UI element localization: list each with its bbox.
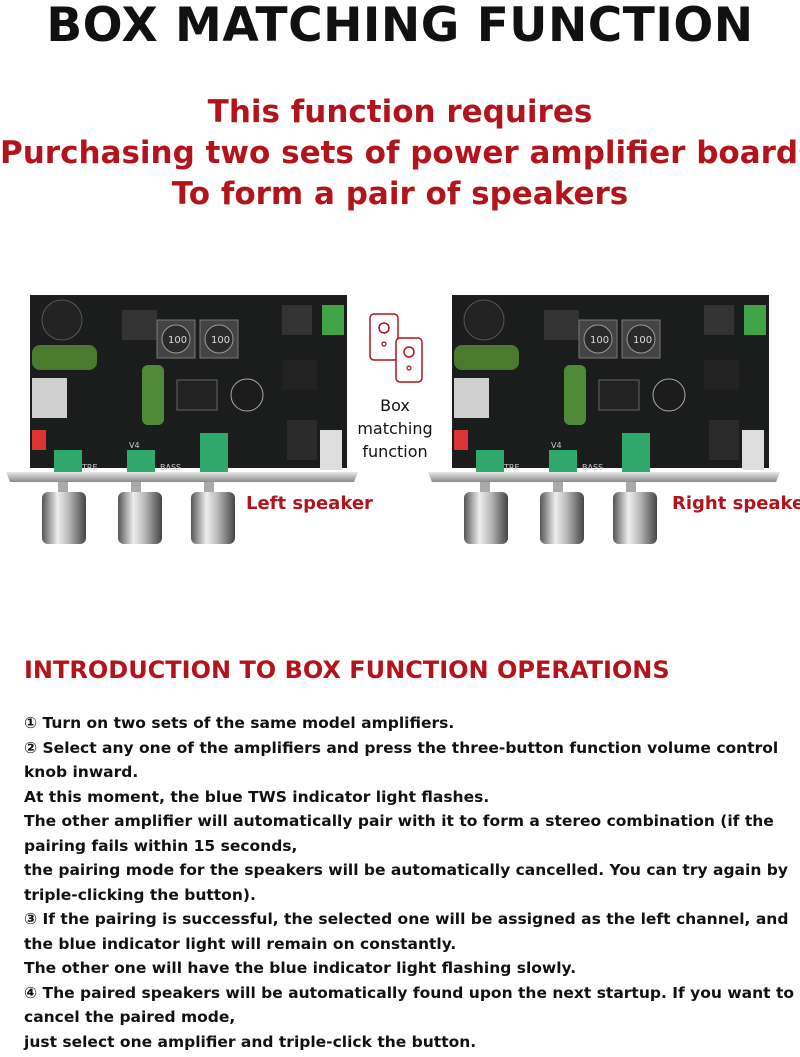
requirement-line: This function requires bbox=[207, 94, 593, 130]
right-amplifier-board: 100 100 TRE V4 BASS bbox=[424, 290, 784, 555]
left-amplifier-image: 100 100 TRE V4 BASS bbox=[6, 295, 358, 544]
svg-text:V4: V4 bbox=[129, 441, 140, 450]
knob-icon bbox=[42, 482, 86, 544]
knob-icon bbox=[118, 482, 162, 544]
requirement-note: This function requires Purchasing two se… bbox=[0, 92, 800, 215]
intro-heading: INTRODUCTION TO BOX FUNCTION OPERATIONS bbox=[24, 656, 670, 684]
svg-text:100: 100 bbox=[168, 335, 187, 346]
step-line: the blue indicator light will remain on … bbox=[24, 934, 457, 953]
left-amplifier-board: 100 100 TRE V4 BASS bbox=[2, 290, 362, 555]
svg-text:100: 100 bbox=[590, 335, 609, 346]
svg-text:100: 100 bbox=[211, 335, 230, 346]
knob-icon bbox=[613, 482, 657, 544]
svg-text:V4: V4 bbox=[551, 441, 562, 450]
step-line: just select one amplifier and triple-cli… bbox=[24, 1032, 477, 1051]
pairing-remote-icon bbox=[369, 313, 423, 383]
step-line: The other one will have the blue indicat… bbox=[24, 959, 577, 977]
step-line: ① Turn on two sets of the same model amp… bbox=[24, 714, 455, 732]
svg-text:100: 100 bbox=[633, 335, 652, 346]
page-title: BOX MATCHING FUNCTION bbox=[46, 0, 754, 53]
step-line: The other amplifier will automatically p… bbox=[24, 812, 774, 830]
step-line: At this moment, the blue TWS indicator l… bbox=[24, 787, 490, 806]
step-line: ② Select any one of the amplifiers and p… bbox=[24, 738, 779, 757]
requirement-line: To form a pair of speakers bbox=[171, 176, 629, 212]
step-line: the pairing mode for the speakers will b… bbox=[24, 861, 788, 879]
step-line: cancel the paired mode, bbox=[24, 1008, 236, 1026]
knob-icon bbox=[191, 482, 235, 544]
svg-text:BASS: BASS bbox=[160, 463, 181, 472]
step-line: ③ If the pairing is successful, the sele… bbox=[24, 910, 789, 928]
svg-text:BASS: BASS bbox=[582, 463, 603, 472]
right-speaker-label: Right speaker bbox=[672, 493, 800, 514]
box-matching-label: Box matching function bbox=[357, 396, 433, 461]
step-line: knob inward. bbox=[24, 763, 139, 781]
step-line: triple-clicking the button). bbox=[24, 885, 256, 904]
right-amplifier-image: 100 100 TRE V4 BASS bbox=[428, 295, 780, 544]
step-line: pairing fails within 15 seconds, bbox=[24, 836, 298, 855]
steps-list: ① Turn on two sets of the same model amp… bbox=[24, 711, 795, 1054]
svg-text:TRE: TRE bbox=[81, 463, 98, 472]
step-line: ④ The paired speakers will be automatica… bbox=[24, 983, 795, 1002]
knob-icon bbox=[540, 482, 584, 544]
svg-text:TRE: TRE bbox=[503, 463, 520, 472]
knob-icon bbox=[464, 482, 508, 544]
requirement-line: Purchasing two sets of power amplifier b… bbox=[0, 135, 800, 171]
left-speaker-label: Left speaker bbox=[246, 493, 373, 514]
